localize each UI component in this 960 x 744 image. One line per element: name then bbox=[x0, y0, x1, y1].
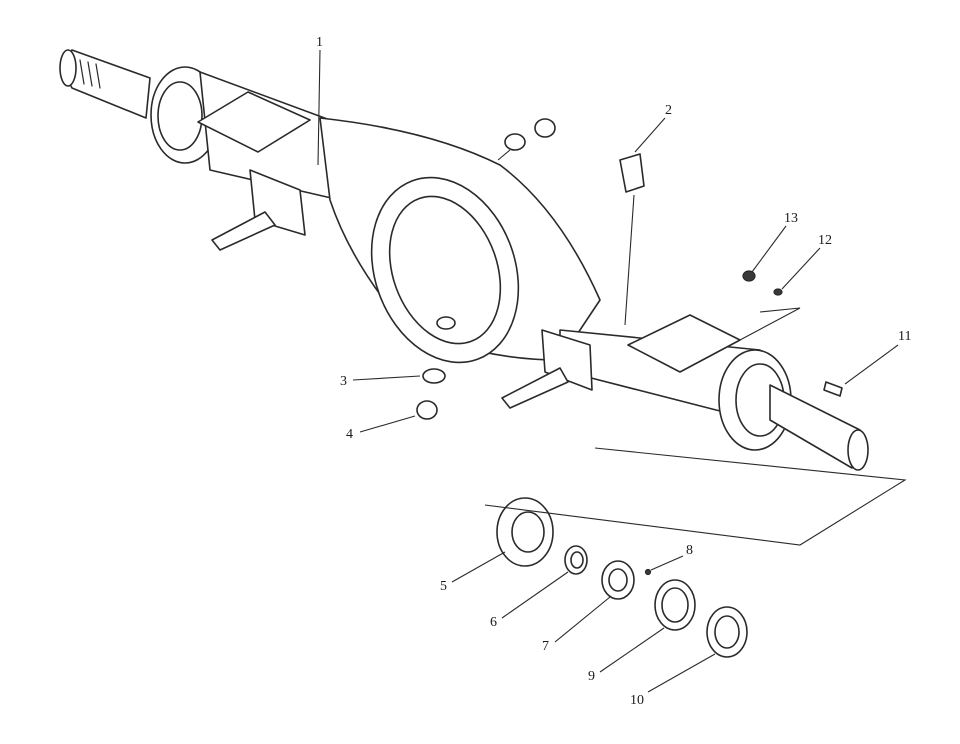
small-parts bbox=[416, 118, 843, 658]
left-spring-seat-top bbox=[197, 91, 311, 153]
leader-3 bbox=[352, 375, 421, 381]
right-spindle-shaft bbox=[769, 384, 861, 469]
leader-7 bbox=[554, 596, 611, 643]
oil-seal-bore bbox=[511, 511, 545, 553]
callout-9: 9 bbox=[588, 669, 595, 684]
bearing-bore bbox=[570, 551, 584, 569]
leader-4 bbox=[359, 415, 416, 433]
wheel-bolt bbox=[823, 381, 843, 397]
lock-washer bbox=[773, 288, 783, 296]
leader-10 bbox=[647, 653, 716, 693]
leader-13 bbox=[751, 225, 787, 273]
left-spindle-end bbox=[59, 49, 77, 87]
leader-lines bbox=[317, 49, 899, 693]
drain-plug bbox=[416, 400, 438, 420]
left-stud bbox=[211, 211, 276, 251]
callout-8: 8 bbox=[686, 543, 693, 558]
callout-5: 5 bbox=[440, 579, 447, 594]
callout-11: 11 bbox=[898, 329, 911, 344]
breather-plug bbox=[534, 118, 556, 138]
leader-2 bbox=[634, 117, 666, 153]
thrust-washer-bore bbox=[608, 568, 628, 592]
bearing-group-reference bbox=[484, 447, 907, 546]
leader-8 bbox=[650, 555, 684, 571]
leader-2b bbox=[624, 194, 635, 326]
drain-boss bbox=[436, 316, 456, 330]
reference-lines bbox=[484, 307, 907, 546]
leader-11 bbox=[844, 344, 899, 385]
axle-housing bbox=[59, 49, 869, 471]
callout-13: 13 bbox=[784, 211, 798, 226]
drain-gasket bbox=[422, 368, 446, 384]
left-hub-inner bbox=[157, 81, 203, 151]
leader-6 bbox=[501, 571, 569, 619]
right-spindle-end bbox=[847, 429, 869, 471]
nut bbox=[742, 270, 756, 282]
left-spindle-threads bbox=[79, 59, 101, 89]
bolt-group-reference bbox=[739, 307, 801, 341]
callout-2: 2 bbox=[665, 103, 672, 118]
leader-12 bbox=[781, 247, 821, 290]
differential-opening bbox=[388, 195, 502, 345]
callout-6: 6 bbox=[490, 615, 497, 630]
leader-9 bbox=[599, 627, 665, 673]
vent-fitting bbox=[619, 153, 645, 193]
right-stud bbox=[501, 367, 569, 409]
callout-3: 3 bbox=[340, 374, 347, 389]
callout-1: 1 bbox=[316, 35, 323, 50]
leader-5 bbox=[451, 551, 506, 583]
leader-1 bbox=[317, 49, 321, 166]
leader-washer bbox=[497, 149, 511, 161]
callout-12: 12 bbox=[818, 233, 832, 248]
callout-10: 10 bbox=[630, 693, 644, 708]
callout-4: 4 bbox=[346, 427, 353, 442]
tab-lock-washer-bore bbox=[661, 587, 689, 623]
axle-nut-bore bbox=[714, 615, 740, 649]
callout-labels: 1 2 3 4 5 6 7 8 9 10 11 12 13 bbox=[316, 35, 911, 708]
callout-7: 7 bbox=[542, 639, 549, 654]
breather-washer bbox=[504, 133, 526, 151]
key bbox=[644, 568, 652, 576]
